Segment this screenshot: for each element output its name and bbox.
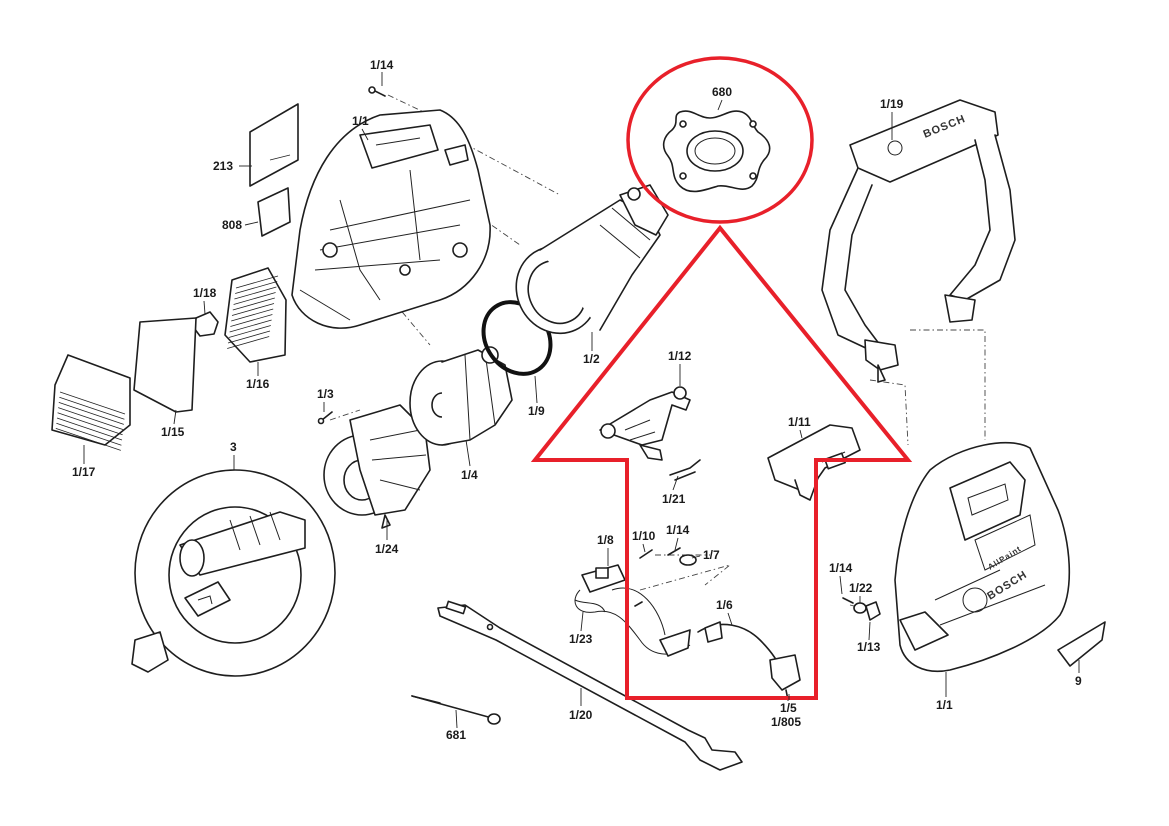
label-1-21: 1/21 — [662, 492, 686, 506]
grille-line — [56, 422, 122, 446]
label-1-18: 1/18 — [193, 286, 217, 300]
label-1-22: 1/22 — [849, 581, 873, 595]
grille-line — [55, 428, 121, 451]
grille-line — [231, 308, 274, 322]
filter-1-15 — [133, 317, 197, 413]
highlight-marks — [530, 56, 913, 700]
label-sheet-9 — [1057, 621, 1106, 667]
grille-line — [232, 297, 275, 311]
grille-line — [235, 281, 278, 294]
label-1-805: 1/805 — [771, 715, 801, 729]
label-sheet-808 — [257, 187, 291, 237]
grille-line — [228, 325, 271, 338]
label-1-8: 1/8 — [597, 533, 614, 547]
grille-line — [59, 391, 126, 415]
label-1-14-right: 1/14 — [829, 561, 853, 575]
brush-681 — [411, 695, 501, 725]
label-1-9: 1/9 — [528, 404, 545, 418]
grille-line — [58, 402, 124, 425]
grille-line — [59, 396, 125, 420]
label-1-4: 1/4 — [461, 468, 478, 482]
label-1-17: 1/17 — [72, 465, 96, 479]
screws-group-center — [634, 547, 697, 607]
highlight-circle — [626, 56, 814, 224]
label-1-16: 1/16 — [246, 377, 270, 391]
handle-bracket-1-19: BOSCH — [821, 99, 1016, 383]
stir-stick-1-20 — [437, 600, 743, 771]
grille-line — [227, 330, 271, 344]
motor-1-4 — [409, 346, 513, 446]
grille-line — [235, 275, 279, 289]
grille-line — [230, 314, 273, 327]
label-1-1-right: 1/1 — [936, 698, 953, 712]
label-680: 680 — [712, 85, 732, 99]
knob-1-13 — [842, 597, 881, 621]
label-3: 3 — [230, 440, 237, 454]
housing-right-half: BOSCH AllPaint — [894, 441, 1071, 672]
grille-line — [233, 292, 276, 305]
clip-1-21 — [669, 459, 701, 481]
label-213: 213 — [213, 159, 233, 173]
label-1-1-left: 1/1 — [352, 114, 369, 128]
leader-lines — [83, 72, 1080, 729]
label-1-6: 1/6 — [716, 598, 733, 612]
power-cord-1-6 — [697, 621, 801, 701]
highlight-arrow — [530, 224, 913, 700]
label-1-12: 1/12 — [668, 349, 692, 363]
label-1-20: 1/20 — [569, 708, 593, 722]
grille-line — [227, 336, 270, 349]
label-1-23: 1/23 — [569, 632, 593, 646]
bracket-1-12 — [599, 386, 691, 461]
label-1-2: 1/2 — [583, 352, 600, 366]
seal-680 — [662, 110, 771, 193]
knob-1-18 — [193, 311, 219, 337]
label-1-13: 1/13 — [857, 640, 881, 654]
label-1-11: 1/11 — [788, 415, 811, 429]
part-labels: 1/14 1/1 213 808 1/18 1/16 1/15 1/17 1/3… — [72, 58, 1082, 742]
nozzle-housing-1-2 — [515, 184, 669, 335]
label-808: 808 — [222, 218, 242, 232]
grille-line — [58, 407, 124, 430]
label-1-14-top: 1/14 — [370, 58, 394, 72]
screw-1-14-top — [368, 86, 386, 97]
intake-grille-1-16 — [224, 267, 287, 363]
label-1-7: 1/7 — [703, 548, 720, 562]
grille-line — [234, 286, 277, 300]
label-1-19: 1/19 — [880, 97, 904, 111]
fan-housing-1-24 — [323, 404, 431, 529]
label-9: 9 — [1075, 674, 1082, 688]
label-1-24: 1/24 — [375, 542, 399, 556]
label-1-5: 1/5 — [780, 701, 797, 715]
grille-line — [229, 319, 272, 333]
label-1-14-mid: 1/14 — [666, 523, 690, 537]
label-1-15: 1/15 — [161, 425, 185, 439]
label-1-3: 1/3 — [317, 387, 334, 401]
grille-line — [57, 412, 123, 436]
grille-line — [56, 417, 123, 441]
hose-coil-3 — [131, 469, 336, 677]
grille-line — [231, 303, 275, 316]
housing-left-half — [291, 109, 491, 329]
filter-grille-1-17 — [51, 354, 131, 451]
label-sheet-213 — [249, 103, 299, 187]
label-1-10: 1/10 — [632, 529, 656, 543]
screw-1-3 — [317, 411, 333, 425]
label-681: 681 — [446, 728, 466, 742]
